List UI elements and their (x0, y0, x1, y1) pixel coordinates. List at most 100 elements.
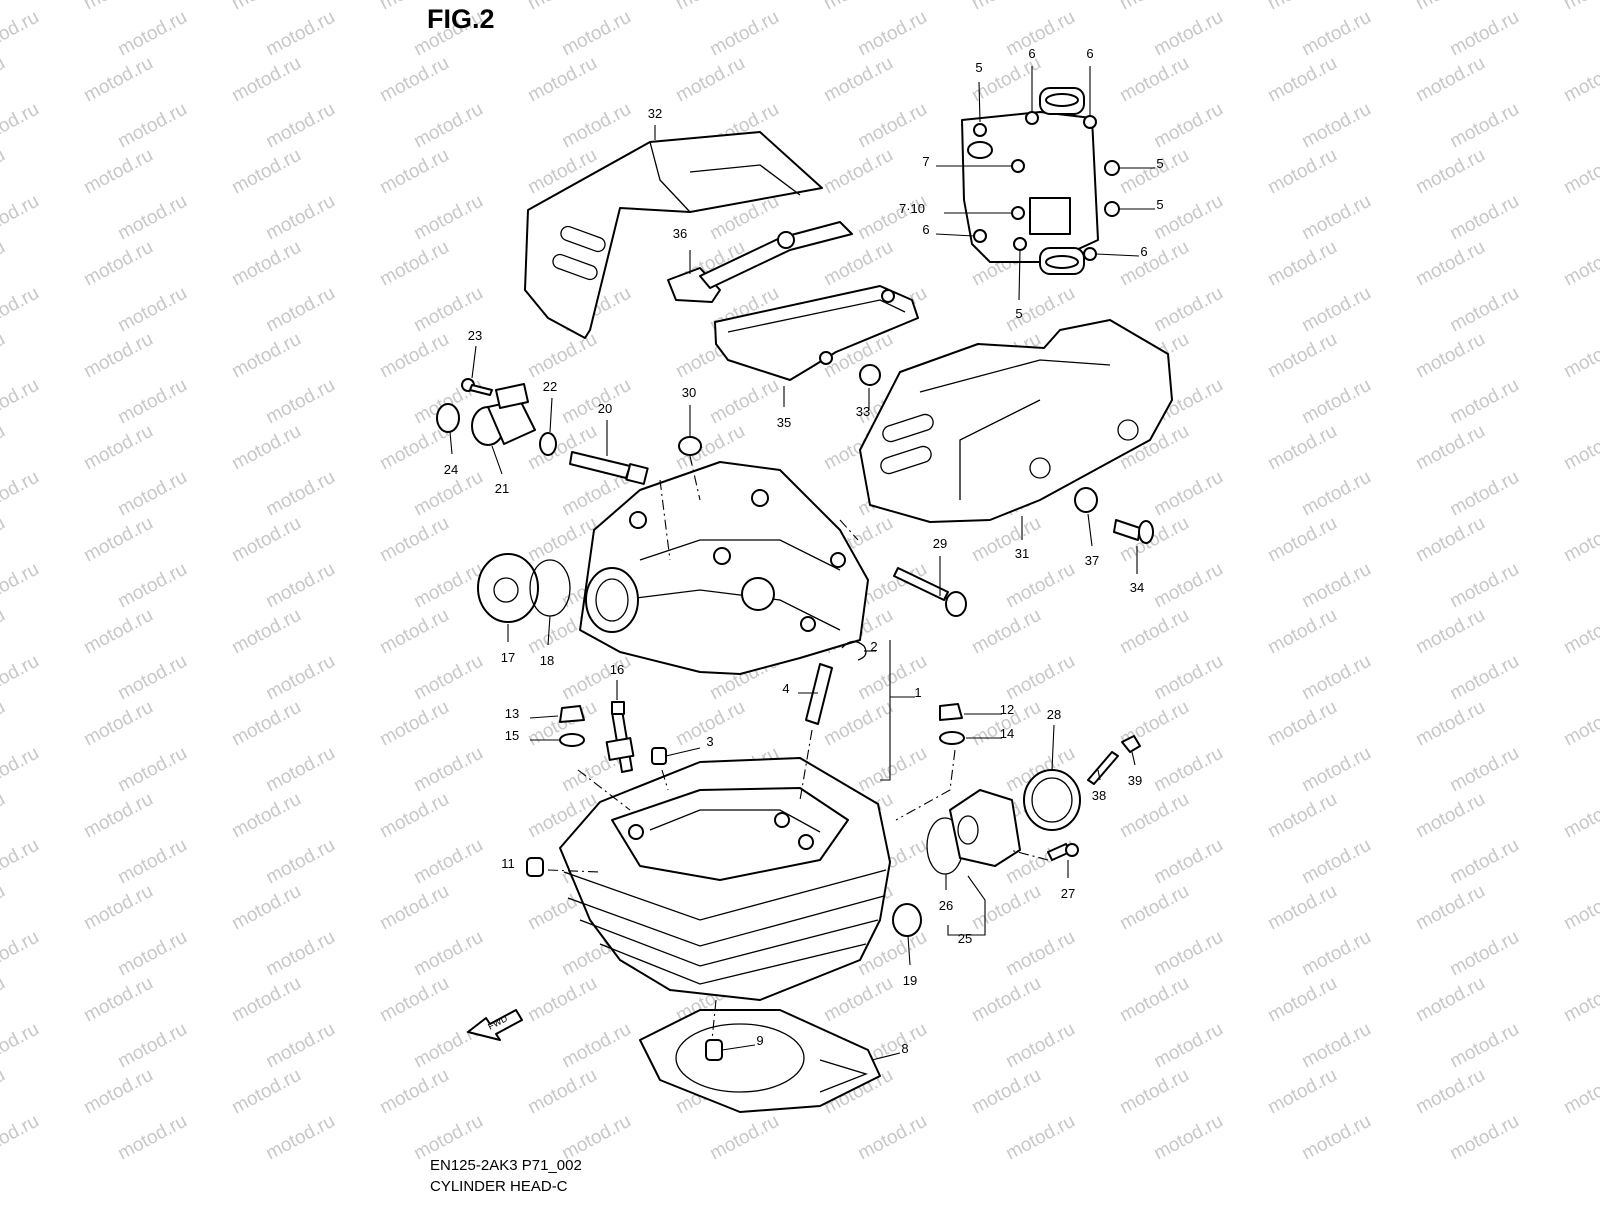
watermark-text: motod.ru (1298, 375, 1374, 429)
callout-c21: 21 (495, 481, 509, 496)
watermark-text: motod.ru (80, 513, 156, 567)
watermark-text: motod.ru (114, 835, 190, 889)
watermark-text: motod.ru (1116, 145, 1192, 199)
callout-c34: 34 (1130, 580, 1144, 595)
watermark-text: motod.ru (1298, 467, 1374, 521)
watermark-text: motod.ru (1446, 1111, 1522, 1165)
watermark-text: motod.ru (1002, 559, 1078, 613)
watermark-text: motod.ru (0, 191, 43, 245)
callout-c7: 7 (922, 154, 929, 169)
watermark-text: motod.ru (228, 789, 304, 843)
watermark-text: motod.ru (1560, 145, 1600, 199)
watermark-text: motod.ru (820, 53, 896, 107)
callout-c1: 1 (914, 685, 921, 700)
watermark-text: motod.ru (1264, 237, 1340, 291)
watermark-text: motod.ru (1150, 99, 1226, 153)
watermark-text: motod.ru (854, 99, 930, 153)
watermark-text: motod.ru (80, 881, 156, 935)
watermark-text: motod.ru (410, 99, 486, 153)
part-28-clamp (1023, 769, 1081, 831)
part-2-clip (841, 640, 867, 661)
watermark-text: motod.ru (376, 53, 452, 107)
watermark-text: motod.ru (672, 53, 748, 107)
watermark-text: motod.ru (0, 0, 9, 14)
watermark-text: motod.ru (80, 789, 156, 843)
watermark-text: motod.ru (1412, 605, 1488, 659)
callout-c23: 23 (468, 328, 482, 343)
watermark-text: motod.ru (706, 1111, 782, 1165)
callout-c28: 28 (1047, 707, 1061, 722)
watermark-text: motod.ru (1412, 53, 1488, 107)
watermark-text: motod.ru (1298, 835, 1374, 889)
watermark-text: motod.ru (0, 559, 43, 613)
part-38-stud (1087, 751, 1119, 785)
watermark-text: motod.ru (1560, 513, 1600, 567)
watermark-text: motod.ru (1560, 53, 1600, 107)
watermark-text: motod.ru (1446, 835, 1522, 889)
watermark-text: motod.ru (1412, 789, 1488, 843)
callout-c5c: 5 (1156, 197, 1163, 212)
watermark-text: motod.ru (376, 605, 452, 659)
watermark-text: motod.ru (1446, 375, 1522, 429)
watermark-text: motod.ru (1412, 973, 1488, 1027)
callout-c19: 19 (903, 973, 917, 988)
figure-code: EN125-2AK3 P71_002 (430, 1157, 582, 1174)
callout-c6c: 6 (922, 222, 929, 237)
watermark-text: motod.ru (1264, 605, 1340, 659)
watermark-text: motod.ru (410, 559, 486, 613)
watermark-text: motod.ru (376, 973, 452, 1027)
watermark-text: motod.ru (1116, 237, 1192, 291)
watermark-text: motod.ru (0, 329, 9, 383)
watermark-text: motod.ru (1116, 881, 1192, 935)
watermark-text: motod.ru (0, 145, 9, 199)
watermark-text: motod.ru (0, 421, 9, 475)
watermark-text: motod.ru (1560, 973, 1600, 1027)
watermark-text: motod.ru (1264, 973, 1340, 1027)
watermark-text: motod.ru (376, 881, 452, 935)
watermark-text: motod.ru (1298, 743, 1374, 797)
watermark-text: motod.ru (1002, 1111, 1078, 1165)
watermark-text: motod.ru (80, 53, 156, 107)
watermark-text: motod.ru (1264, 145, 1340, 199)
watermark-text: motod.ru (524, 0, 600, 14)
callout-c16: 16 (610, 662, 624, 677)
part-20-tensioner-adjuster (569, 451, 649, 485)
watermark-text: motod.ru (854, 1111, 930, 1165)
watermark-text: motod.ru (262, 927, 338, 981)
watermark-text: motod.ru (0, 1019, 43, 1073)
watermark-text: motod.ru (1560, 237, 1600, 291)
watermark-text: motod.ru (1298, 7, 1374, 61)
watermark-text: motod.ru (1298, 1111, 1374, 1165)
watermark-text: motod.ru (228, 237, 304, 291)
part-23-screw (461, 378, 493, 396)
watermark-text: motod.ru (1412, 237, 1488, 291)
watermark-text: motod.ru (968, 0, 1044, 14)
watermark-text: motod.ru (524, 53, 600, 107)
watermark-text: motod.ru (1412, 881, 1488, 935)
watermark-text: motod.ru (114, 559, 190, 613)
watermark-text: motod.ru (114, 7, 190, 61)
watermark-text: motod.ru (820, 973, 896, 1027)
leader-lines (449, 66, 1155, 1061)
part-33-grommet (859, 364, 881, 386)
watermark-text: motod.ru (1264, 1065, 1340, 1119)
watermark-text: motod.ru (80, 421, 156, 475)
watermark-text: motod.ru (0, 973, 9, 1027)
watermark-text: motod.ru (1560, 1065, 1600, 1119)
callout-c710: 7·10 (899, 201, 925, 216)
watermark-text: motod.ru (228, 53, 304, 107)
watermark-text: motod.ru (114, 1019, 190, 1073)
watermark-text: motod.ru (376, 237, 452, 291)
watermark-text: motod.ru (262, 1019, 338, 1073)
watermark-text: motod.ru (1150, 1111, 1226, 1165)
watermark-text: motod.ru (968, 881, 1044, 935)
watermark-text: motod.ru (1298, 651, 1374, 705)
watermark-text: motod.ru (262, 191, 338, 245)
watermark-text: motod.ru (114, 651, 190, 705)
watermark-text: motod.ru (410, 835, 486, 889)
callout-c8: 8 (901, 1041, 908, 1056)
watermark-text: motod.ru (1446, 1019, 1522, 1073)
watermark-text: motod.ru (228, 513, 304, 567)
